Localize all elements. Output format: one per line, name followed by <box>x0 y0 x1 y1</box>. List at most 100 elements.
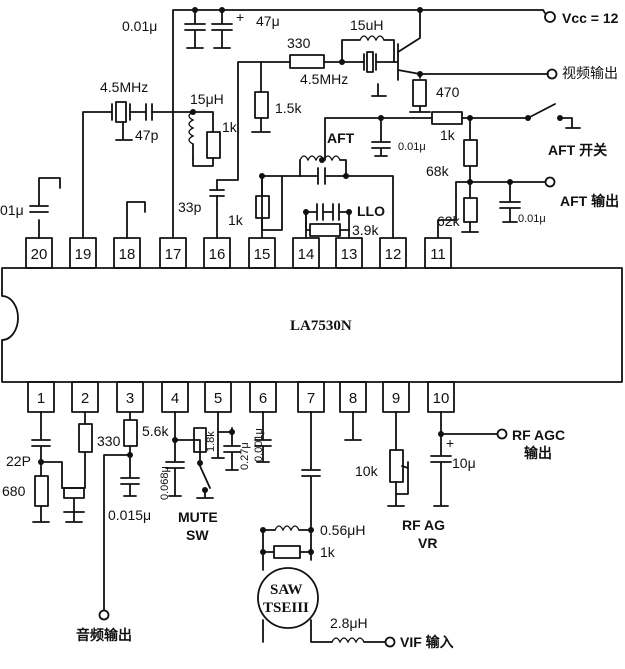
pin-number: 5 <box>214 390 222 407</box>
pin-number: 19 <box>75 246 92 263</box>
vif-in-terminal <box>384 636 396 648</box>
pin-number: 12 <box>385 246 402 263</box>
resistor-1k-aft <box>431 111 463 125</box>
resistor-330-pin2 <box>78 423 93 453</box>
rf-agc-vr <box>389 449 404 483</box>
mute-sw-label: SW <box>186 527 209 543</box>
resistor-68k <box>463 139 478 167</box>
resistor-1k-a <box>206 131 221 159</box>
saw-filter <box>257 567 319 629</box>
pin-number: 7 <box>307 390 315 407</box>
mute-sw-label: MUTE <box>178 509 218 525</box>
resistor-1k-saw <box>273 545 301 559</box>
rf-agc-vr-label: VR <box>418 535 437 551</box>
rf-agc-out-label: RF AGC <box>512 427 565 443</box>
resistor-label: 330 <box>287 35 311 51</box>
pin-number: 17 <box>165 246 182 263</box>
pin-number: 18 <box>119 246 136 263</box>
resistor-1.5k <box>254 91 269 119</box>
pin-number: 20 <box>31 246 48 263</box>
rf-agc-out-terminal <box>496 428 508 440</box>
pin-number: 10 <box>433 390 450 407</box>
rf-agc-net: 10k RF AG VR RF AGC 输出 + 10μ <box>344 411 565 551</box>
resistor-680 <box>34 475 49 507</box>
resistor-label: 62k <box>437 213 461 229</box>
crystal-left <box>115 101 127 123</box>
cap-label: 0.001μ <box>253 428 265 462</box>
pin-number: 11 <box>430 246 446 263</box>
pin-number: 1 <box>37 390 45 407</box>
cap-label: 33p <box>178 199 202 215</box>
pin-number: 13 <box>341 246 358 263</box>
rf-agc-out-label: 输出 <box>524 445 552 461</box>
resistor-label: 68k <box>426 163 450 179</box>
crystal-label: 4.5MHz <box>300 71 348 87</box>
inductor-label: 2.8μH <box>330 615 368 631</box>
vif-in-label: VIF 输入 <box>400 634 454 650</box>
video-out-terminal <box>546 68 558 80</box>
cap-label: 0.01μ <box>518 213 546 225</box>
aft-out-terminal <box>544 176 556 188</box>
video-output-stage: 33p 330 15uH 4.5MHz 视频输出 470 <box>178 7 618 239</box>
resistor-label: 470 <box>436 84 460 100</box>
crystal-label: 4.5MHz <box>100 79 148 95</box>
vcc-terminal <box>544 11 556 23</box>
vcc-label: Vcc = 12 <box>562 10 619 26</box>
resistor-label: 1k <box>222 119 238 135</box>
pin3-audio: 5.6k 0.015μ 音频输出 <box>76 411 169 643</box>
saw-filter-net: 0.001μ 0.56μH 1k SAW TSEIII 2.8μH VIF 输入 <box>253 411 454 650</box>
inductor-label: 0.56μH <box>320 522 365 538</box>
pin-number: 6 <box>259 390 267 407</box>
pin-number: 3 <box>126 390 134 407</box>
resistor-label: 1.8k <box>205 431 217 452</box>
pin-number: 15 <box>254 246 271 263</box>
resistor-label: 10k <box>355 463 379 479</box>
pin-number: 8 <box>349 390 357 407</box>
cap-label: 01μ <box>0 202 24 218</box>
aft-switch-label: AFT 开关 <box>548 142 607 158</box>
audio-out-terminal <box>98 609 110 621</box>
resistor-label: 1k <box>320 544 336 560</box>
cap-label: 0.068μ <box>159 466 171 500</box>
resistor-1.8k <box>193 427 207 453</box>
resistor-label: 1.5k <box>275 100 302 116</box>
cap-label: 10μ <box>452 455 476 471</box>
pin20-18-net: 01μ <box>0 177 146 239</box>
cap-label: 47μ <box>256 13 280 29</box>
cap-polarity: + <box>446 435 454 451</box>
pin-number: 14 <box>298 246 315 263</box>
resistor-3.9k <box>309 223 341 237</box>
resistor-label: 5.6k <box>142 423 169 439</box>
ic-body: LA7530N <box>1 267 623 383</box>
saw-label: SAW <box>270 582 303 598</box>
video-out-label: 视频输出 <box>562 65 618 81</box>
llo-label: LLO <box>357 203 385 219</box>
cap-label: 47p <box>135 127 159 143</box>
sound-trap: 4.5MHz 47p 15μH 1k 1k <box>82 79 244 239</box>
resistor-label: 1k <box>228 212 244 228</box>
aft-out-label: AFT 输出 <box>560 193 619 209</box>
inductor-label: 15uH <box>350 17 383 33</box>
resistor-label: 1k <box>440 127 456 143</box>
pin-number: 16 <box>209 246 226 263</box>
cap-label: 0.015μ <box>108 507 151 523</box>
resistor-label: 3.9k <box>352 222 379 238</box>
aft-network: AFT LLO 3.9k 0.01μ 1k AFT 开关 <box>255 103 607 239</box>
rf-agc-vr-label: RF AG <box>402 517 445 533</box>
cap-label: 0.01μ <box>122 18 157 34</box>
aft-label: AFT <box>327 130 355 146</box>
cap-label: 22P <box>6 453 31 469</box>
ic-part-label: LA7530N <box>290 318 352 334</box>
cap-label: 0.01μ <box>398 141 426 153</box>
top-pins: 20 19 18 17 16 15 14 13 12 11 <box>25 237 452 269</box>
resistor-330 <box>289 54 325 69</box>
pin-number: 4 <box>171 390 179 407</box>
inductor-label: 15μH <box>190 91 224 107</box>
cap-label: 0.27μ <box>239 442 251 470</box>
aft-output: 68k 62k 0.01μ AFT 输出 <box>426 117 619 239</box>
pin-number: 9 <box>392 390 400 407</box>
audio-out-label: 音频输出 <box>76 627 132 643</box>
resistor-470 <box>412 79 427 107</box>
